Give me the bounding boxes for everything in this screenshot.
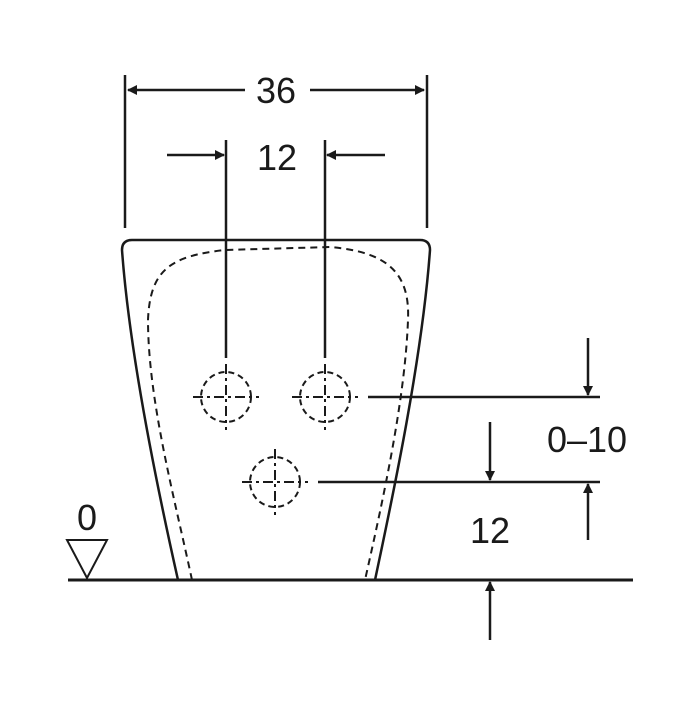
bidet-outline (120, 238, 432, 581)
connection-symbol-upper-right (292, 364, 358, 430)
lower-height-label: 12 (470, 510, 510, 551)
bidet-inner-outline (146, 245, 410, 581)
floor-level-label: 0 (77, 497, 97, 538)
connection-spacing-label: 12 (257, 137, 297, 178)
height-range-label: 0–10 (547, 419, 627, 460)
connection-symbol-lower (242, 449, 308, 515)
overall-width-label: 36 (256, 70, 296, 111)
connection-symbol-upper-left (193, 364, 259, 430)
floor-level-triangle (65, 539, 109, 581)
